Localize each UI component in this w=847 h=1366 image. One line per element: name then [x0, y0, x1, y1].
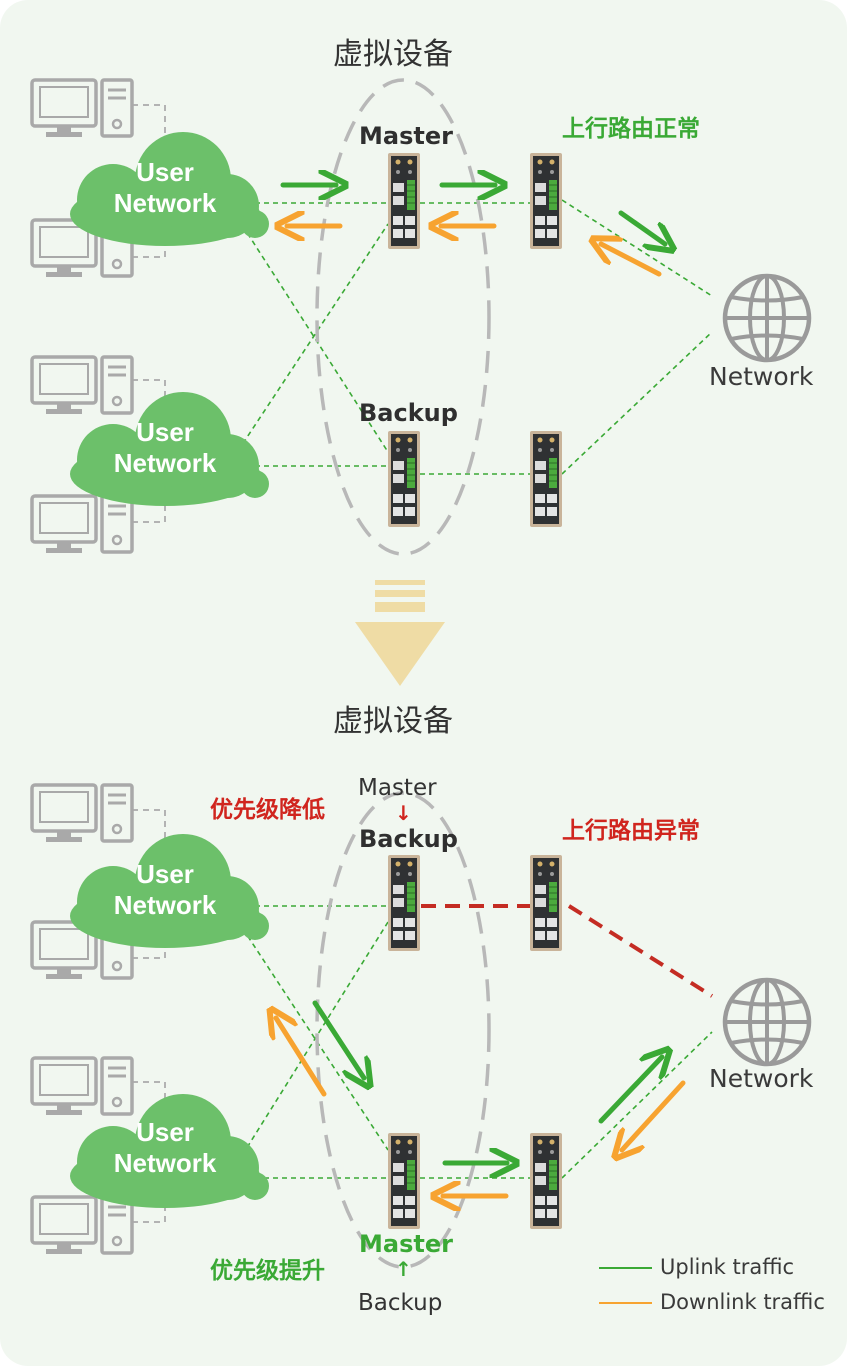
switch-icon — [387, 1132, 421, 1230]
top-upper-cloud-label: User Network — [113, 157, 217, 219]
globe-icon — [725, 980, 809, 1064]
uplink-arrow — [618, 210, 665, 244]
top-route-status: 上行路由正常 — [562, 116, 700, 142]
demotion-arrow: ↓ — [395, 801, 412, 825]
downlink-arrow — [276, 1018, 327, 1097]
bottom-route-status: 上行路由异常 — [562, 818, 700, 844]
priority-raised-label: 优先级提升 — [210, 1258, 325, 1284]
top-links — [227, 199, 713, 475]
top-virtual-device-ellipse — [315, 78, 491, 556]
top-section — [30, 78, 809, 556]
bottom-virtual-device-ellipse — [315, 791, 491, 1269]
uplink-arrow — [598, 1057, 662, 1124]
switch-icon — [529, 854, 563, 952]
switch-icon — [387, 430, 421, 528]
top-title: 虚拟设备 — [333, 37, 453, 72]
switch-icon — [387, 854, 421, 952]
top-lower-cloud-label: User Network — [113, 417, 217, 479]
top-master-label: Master — [359, 122, 453, 150]
upper-role-before: Master — [358, 775, 437, 801]
priority-lowered-label: 优先级降低 — [210, 797, 325, 823]
computer-icon — [30, 783, 134, 844]
downlink-arrow — [601, 244, 662, 277]
bottom-section — [30, 783, 809, 1304]
bottom-links — [227, 905, 713, 1179]
bottom-upper-cloud-label: User Network — [113, 859, 217, 921]
switch-icon — [529, 430, 563, 528]
globe-icon — [725, 276, 809, 360]
computer-icon — [30, 1195, 134, 1256]
computer-icon — [30, 78, 134, 139]
downlink-arrow — [622, 1080, 686, 1150]
switch-icon — [387, 152, 421, 250]
computer-icon — [30, 1056, 134, 1117]
bottom-title: 虚拟设备 — [333, 704, 453, 739]
fault-links — [421, 904, 714, 998]
legend-downlink-label: Downlink traffic — [660, 1290, 825, 1314]
uplink-arrow — [312, 1000, 364, 1078]
upper-role-after: Backup — [359, 825, 458, 853]
switch-icon — [529, 152, 563, 250]
bottom-lower-cloud-label: User Network — [113, 1117, 217, 1179]
top-backup-label: Backup — [359, 399, 458, 427]
bottom-traffic-arrows — [276, 1000, 686, 1196]
promotion-arrow: ↑ — [395, 1257, 412, 1281]
lower-role-before: Backup — [358, 1290, 443, 1316]
legend-uplink-label: Uplink traffic — [660, 1255, 795, 1279]
computer-icon — [30, 494, 134, 555]
lower-role-after: Master — [359, 1230, 453, 1258]
bottom-network-label: Network — [709, 1064, 814, 1093]
top-traffic-arrows — [283, 185, 665, 277]
down-arrow-icon — [355, 580, 445, 686]
switch-icon — [529, 1132, 563, 1230]
computer-icon — [30, 355, 134, 416]
top-network-label: Network — [709, 362, 814, 391]
